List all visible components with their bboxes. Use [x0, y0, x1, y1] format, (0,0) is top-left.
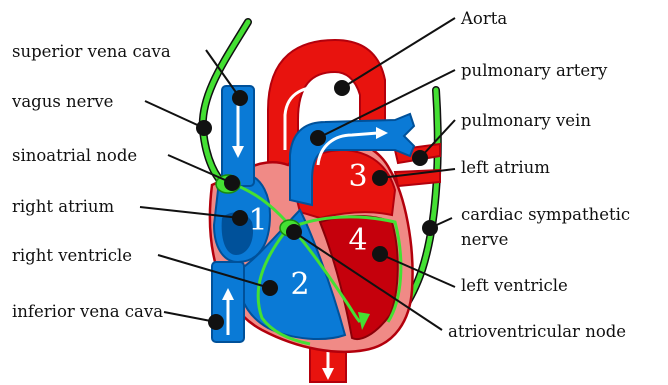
right-ventricle-pointer	[262, 280, 278, 296]
label-vagus-nerve: vagus nerve	[11, 92, 113, 111]
left-ventricle-pointer	[372, 246, 388, 262]
label-pulmonary-artery: pulmonary artery	[461, 61, 608, 80]
chamber-number-1: 1	[248, 203, 267, 238]
label-pulmonary-vein: pulmonary vein	[461, 111, 591, 130]
chamber-number-4: 4	[348, 223, 367, 258]
label-left-atrium: left atrium	[461, 158, 550, 177]
label-right-ventricle: right ventricle	[12, 246, 132, 265]
label-atrioventricular-node: atrioventricular node	[448, 322, 626, 341]
label-right-atrium: right atrium	[12, 197, 114, 216]
heart-illustration	[203, 22, 440, 382]
inferior-vena-cava-pointer	[208, 314, 224, 330]
superior-vena-cava-pointer	[232, 90, 248, 106]
label-aorta: Aorta	[460, 9, 507, 28]
left-atrium-pointer	[372, 170, 388, 186]
chamber-number-3: 3	[348, 159, 367, 194]
pulmonary-vein-pointer	[412, 150, 428, 166]
label-inferior-vena-cava: inferior vena cava	[12, 302, 163, 321]
label-nerve: nerve	[461, 230, 508, 249]
label-cardiac-sympathetic: cardiac sympathetic	[461, 205, 630, 224]
atrioventricular-node-pointer	[286, 224, 302, 240]
vagus-nerve-pointer	[196, 120, 212, 136]
label-superior-vena-cava: superior vena cava	[12, 42, 171, 61]
sinoatrial-node-pointer	[224, 175, 240, 191]
right-atrium-pointer	[232, 210, 248, 226]
cardiac-sympathetic-nerve-pointer	[422, 220, 438, 236]
label-left-ventricle: left ventricle	[461, 276, 568, 295]
label-sinoatrial-node: sinoatrial node	[12, 146, 137, 165]
pulmonary-artery-pointer	[310, 130, 326, 146]
chamber-number-2: 2	[290, 267, 309, 302]
aorta-pointer	[334, 80, 350, 96]
